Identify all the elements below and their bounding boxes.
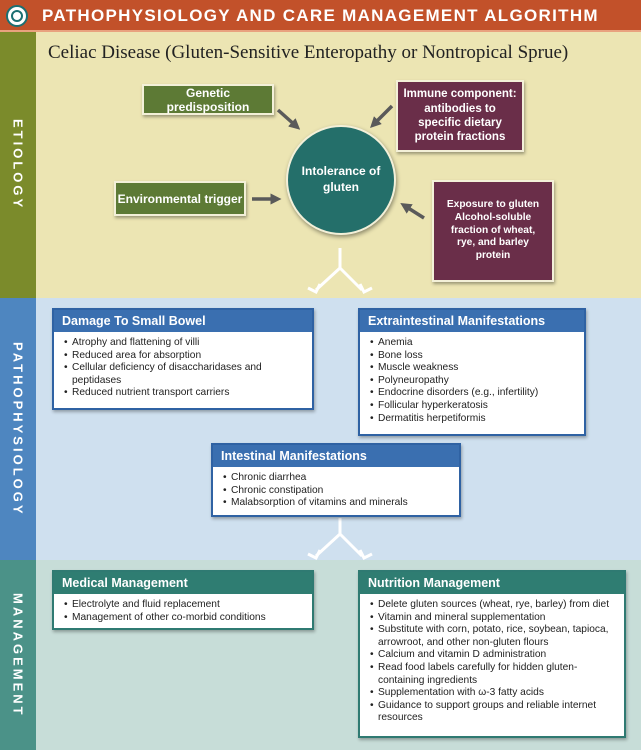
header-bar: PATHOPHYSIOLOGY AND CARE MANAGEMENT ALGO… (0, 0, 641, 32)
intestinal-list: Chronic diarrhea Chronic constipation Ma… (213, 467, 459, 514)
list-item: Chronic constipation (223, 485, 453, 498)
list-item: Muscle weakness (370, 362, 578, 375)
environmental-trigger-box: Environmental trigger (114, 181, 246, 216)
nutrition-management-card: Nutrition Management Delete gluten sourc… (358, 570, 626, 738)
medical-card-title: Medical Management (54, 572, 312, 594)
intestinal-manifestations-card: Intestinal Manifestations Chronic diarrh… (211, 443, 461, 517)
list-item: Guidance to support groups and reliable … (370, 700, 618, 725)
list-item: Atrophy and flattening of villi (64, 337, 306, 350)
list-item: Reduced nutrient transport carriers (64, 387, 306, 400)
list-item: Cellular deficiency of disaccharidases a… (64, 362, 306, 387)
damage-to-small-bowel-card: Damage To Small Bowel Atrophy and flatte… (52, 308, 314, 410)
intolerance-of-gluten-circle: Intolerance of gluten (286, 125, 396, 235)
extraintestinal-card-title: Extraintestinal Manifestations (360, 310, 584, 332)
list-item: Substitute with corn, potato, rice, soyb… (370, 624, 618, 649)
list-item: Polyneuropathy (370, 375, 578, 388)
list-item: Vitamin and mineral supplementation (370, 612, 618, 625)
list-item: Anemia (370, 337, 578, 350)
etiology-label: Etiology (10, 119, 26, 211)
environmental-trigger-text: Environmental trigger (117, 191, 243, 206)
intolerance-text: Intolerance of gluten (301, 164, 381, 194)
gluten-exposure-box: Exposure to gluten Alcohol-soluble fract… (432, 180, 554, 282)
list-item: Delete gluten sources (wheat, rye, barle… (370, 599, 618, 612)
page-subtitle: Celiac Disease (Gluten-Sensitive Enterop… (48, 42, 569, 63)
damage-card-title: Damage To Small Bowel (54, 310, 312, 332)
medical-management-card: Medical Management Electrolyte and fluid… (52, 570, 314, 630)
list-item: Malabsorption of vitamins and minerals (223, 497, 453, 510)
list-item: Reduced area for absorption (64, 350, 306, 363)
arrow-immune (370, 104, 394, 128)
list-item: Calcium and vitamin D administration (370, 649, 618, 662)
logo-icon (6, 5, 28, 27)
pathophysiology-label: Pathophysiology (10, 341, 26, 517)
genetic-predisposition-text: Genetic predisposition (166, 85, 250, 114)
intestinal-card-title: Intestinal Manifestations (213, 445, 459, 467)
split-arrow-top (307, 248, 373, 295)
immune-component-box: Immune component: antibodies to specific… (396, 80, 524, 152)
management-sidebar: Management (0, 560, 36, 750)
nutrition-card-title: Nutrition Management (360, 572, 624, 594)
immune-component-text: Immune component: antibodies to specific… (403, 88, 517, 144)
list-item: Chronic diarrhea (223, 472, 453, 485)
list-item: Read food labels carefully for hidden gl… (370, 662, 618, 687)
list-item: Bone loss (370, 350, 578, 363)
gluten-exposure-text: Exposure to gluten Alcohol-soluble fract… (446, 199, 540, 262)
damage-list: Atrophy and flattening of villi Reduced … (54, 332, 312, 404)
header-title: PATHOPHYSIOLOGY AND CARE MANAGEMENT ALGO… (42, 6, 599, 25)
arrow-genetic (276, 108, 301, 130)
extraintestinal-manifestations-card: Extraintestinal Manifestations Anemia Bo… (358, 308, 586, 436)
list-item: Supplementation with ω-3 fatty acids (370, 687, 618, 700)
etiology-sidebar: Etiology (0, 32, 36, 298)
list-item: Endocrine disorders (e.g., infertility) (370, 387, 578, 400)
list-item: Dermatitis herpetiformis (370, 413, 578, 426)
list-item: Follicular hyperkeratosis (370, 400, 578, 413)
list-item: Electrolyte and fluid replacement (64, 599, 306, 612)
pathophysiology-sidebar: Pathophysiology (0, 298, 36, 560)
management-label: Management (10, 592, 26, 718)
list-item: Management of other co-morbid conditions (64, 612, 306, 625)
genetic-predisposition-box: Genetic predisposition (142, 84, 274, 115)
medical-list: Electrolyte and fluid replacement Manage… (54, 594, 312, 628)
extraintestinal-list: Anemia Bone loss Muscle weakness Polyneu… (360, 332, 584, 429)
arrow-exposure (400, 203, 425, 220)
split-arrow-bottom (307, 518, 373, 561)
nutrition-list: Delete gluten sources (wheat, rye, barle… (360, 594, 624, 729)
